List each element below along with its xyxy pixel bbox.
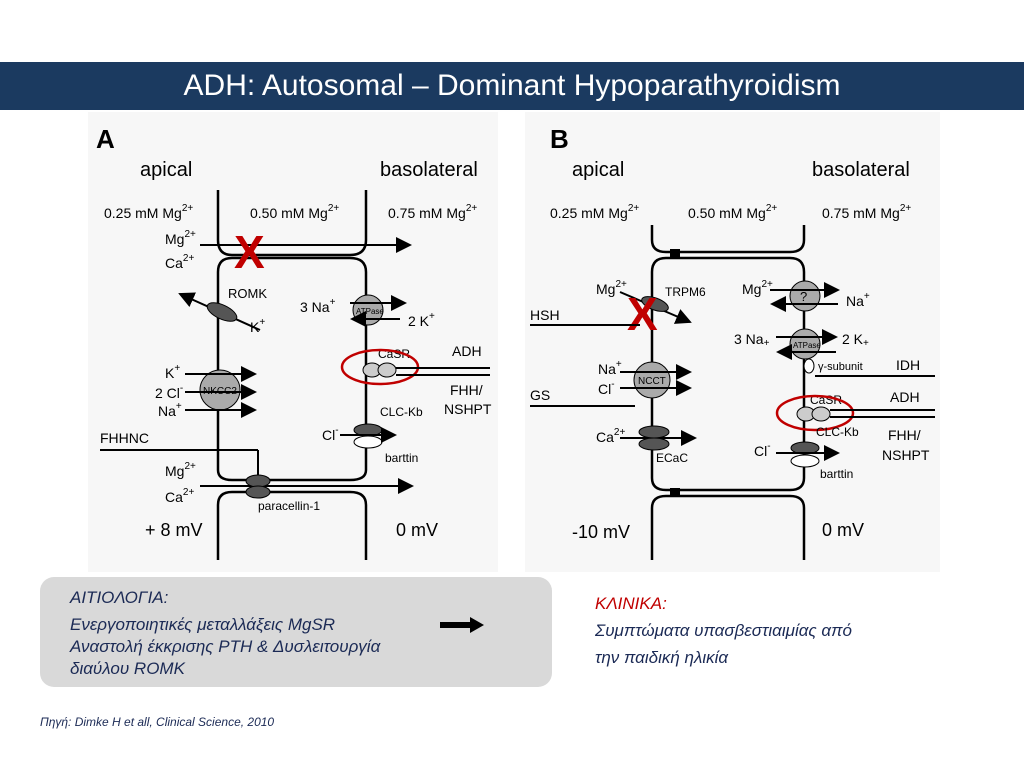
panel-b-trpm6-label: TRPM6	[665, 285, 706, 299]
panel-b-trpm6-channel	[641, 296, 669, 312]
panel-a-x-mark: X	[234, 226, 265, 278]
panel-b-voltage-right: 0 mV	[822, 520, 864, 540]
panel-b-cell-top	[650, 225, 806, 254]
etiology-line-3: διαύλου ROMK	[70, 659, 185, 678]
panel-a-na3: 3 Na+	[300, 297, 336, 315]
panel-b-gamma-label: γ-subunit	[818, 361, 863, 373]
panel-b-conc-left: 0.25 mM Mg2+	[550, 203, 639, 221]
panel-a-letter: A	[96, 124, 115, 154]
panel-a-clckb-label: CLC-Kb	[380, 405, 423, 419]
panel-b-question: ?	[800, 289, 807, 304]
clinical-line-1: Συμπτώματα υπασβεστιαιμίας από	[595, 621, 852, 640]
panel-b-na3: 3 Na+	[734, 331, 770, 349]
right-arrow-icon	[440, 617, 484, 633]
panel-a-background	[88, 112, 498, 572]
panel-b-nshpt-label: NSHPT	[882, 447, 930, 463]
panel-a-paracellin-1	[245, 474, 271, 488]
panel-b-ncct-label: NCCT	[638, 376, 666, 387]
panel-a-cell-outline	[216, 190, 368, 257]
panel-b-adh-label: ADH	[890, 389, 920, 405]
panel-a-conc-right: 0.75 mM Mg2+	[388, 203, 477, 221]
etiology-title: ΑΙΤΙΟΛΟΓΙΑ:	[70, 588, 169, 607]
panel-a-apical-label: apical	[140, 159, 192, 181]
panel-a-basolateral-label: basolateral	[380, 159, 478, 181]
panel-b-na-right: Na+	[846, 291, 870, 309]
panel-b-barttin-label: barttin	[820, 467, 853, 481]
panel-b-cl-ion: Cl-	[598, 379, 615, 397]
panel-b-apical-label: apical	[572, 159, 624, 181]
panel-a-mg-bottom: Mg2+	[165, 461, 196, 479]
page-title: ADH: Autosomal – Dominant Hypoparathyroi…	[183, 69, 841, 102]
panel-b-ca-ion: Ca2+	[596, 427, 625, 445]
panel-b-background	[525, 112, 940, 572]
panel-a-barttin	[353, 435, 383, 449]
panel-a-paracellin-2	[245, 485, 271, 499]
etiology-line-1: Ενεργοποιητικές μεταλλάξεις MgSR	[70, 615, 336, 634]
panel-b-conc-mid: 0.50 mM Mg2+	[688, 203, 777, 221]
panel-b-casr-ring	[775, 394, 855, 432]
panel-a-romk-channel	[206, 302, 238, 322]
panel-b-ecac-2	[638, 437, 670, 451]
panel-b-junction-top	[670, 249, 680, 257]
panel-a-romk-label: ROMK	[228, 286, 267, 301]
panel-a-nshpt-label: NSHPT	[444, 401, 492, 417]
panel-a-conc-mid: 0.50 mM Mg2+	[250, 203, 339, 221]
panel-a-paracellin-label: paracellin-1	[258, 499, 320, 513]
panel-a-ca-top: Ca2+	[165, 253, 194, 271]
panel-b-mg-ion: Mg2+	[596, 279, 627, 297]
panel-b-mg-right: Mg2+	[742, 279, 773, 297]
panel-b-cell-bottom	[650, 494, 806, 560]
panel-a-k-left: K+	[165, 363, 180, 381]
panel-a-voltage-right: 0 mV	[396, 520, 438, 540]
panel-b-clckb-label: CLC-Kb	[816, 425, 859, 439]
panel-a-cl-label: Cl-	[322, 425, 339, 443]
panel-a-fhh-label: FHH/	[450, 382, 483, 398]
panel-b-voltage-left: -10 mV	[572, 522, 630, 542]
panel-b-cl-right: Cl-	[754, 441, 771, 459]
panel-a: A apical basolateral 0.25 mM Mg2+ 0.50 m…	[96, 124, 492, 560]
panel-b-basolateral-label: basolateral	[812, 159, 910, 181]
panel-a-cell-body	[216, 256, 368, 482]
panel-a-na-left: Na+	[158, 401, 182, 419]
panel-a-casr-receptor-2	[377, 362, 397, 378]
panel-a-k2: 2 K+	[408, 311, 435, 329]
panel-b-conc-right: 0.75 mM Mg2+	[822, 203, 911, 221]
panel-b-na-ion: Na+	[598, 359, 622, 377]
panel-b-hsh-label: HSH	[530, 307, 560, 323]
panel-a-atpase-label: ATPase	[356, 307, 384, 316]
panel-a-cell-bottom	[216, 490, 368, 560]
panel-b-k2: 2 K+	[842, 331, 869, 349]
clinical-line-2: την παιδική ηλικία	[595, 648, 729, 667]
panel-b-ecac-1	[638, 425, 670, 439]
panel-b-gs-label: GS	[530, 387, 550, 403]
panel-b-atpase-label: ATPase	[793, 341, 821, 350]
panel-b: B apical basolateral 0.25 mM Mg2+ 0.50 m…	[530, 124, 935, 560]
panel-a-mg-top: Mg2+	[165, 229, 196, 247]
panel-a-k-plus: K+	[250, 317, 265, 335]
panel-a-voltage-left: + 8 mV	[145, 520, 203, 540]
panel-b-cell-body	[650, 256, 806, 492]
panel-b-x-mark: X	[627, 288, 658, 340]
panel-a-barttin-label: barttin	[385, 451, 418, 465]
panel-a-adh-label: ADH	[452, 343, 482, 359]
panel-a-fhhnc-label: FHHNC	[100, 430, 149, 446]
panel-b-casr-receptor-2	[811, 406, 831, 422]
panel-a-conc-left: 0.25 mM Mg2+	[104, 203, 193, 221]
source-citation: Πηγή: Dimke H et all, Clinical Science, …	[40, 715, 275, 729]
panel-b-fhh-label: FHH/	[888, 427, 921, 443]
clinical-title: ΚΛΙΝΙΚΑ:	[595, 594, 667, 613]
panel-b-ecac-label: ECaC	[656, 451, 688, 465]
etiology-box	[40, 577, 552, 687]
panel-b-letter: B	[550, 124, 569, 154]
panel-b-idh-label: IDH	[896, 357, 920, 373]
panel-a-ca-bottom: Ca2+	[165, 487, 194, 505]
panel-b-junction-bottom	[670, 488, 680, 496]
etiology-line-2: Αναστολή έκκρισης PTH & Δυσλειτουργία	[70, 637, 381, 656]
panel-b-gamma-subunit	[803, 358, 815, 374]
panel-b-barttin	[790, 454, 820, 468]
title-bar: ADH: Autosomal – Dominant Hypoparathyroi…	[0, 62, 1024, 110]
panel-a-cl2: 2 Cl-	[155, 383, 183, 401]
